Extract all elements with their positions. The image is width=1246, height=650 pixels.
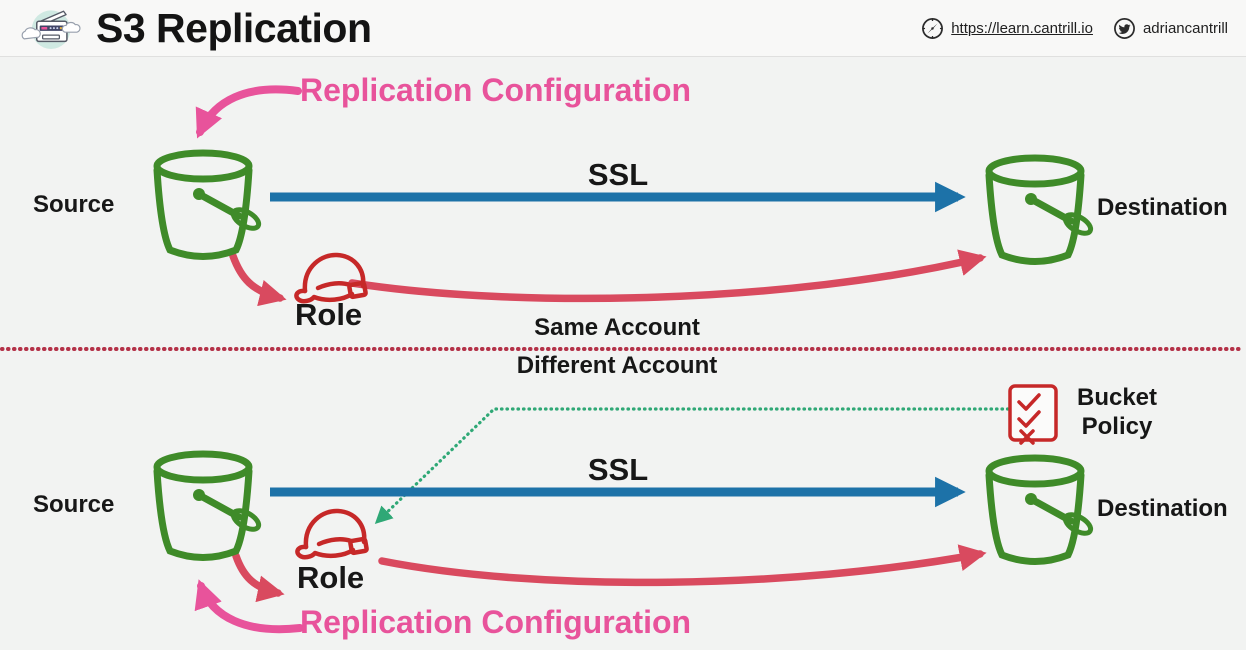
role-hard-hat-icon-top (296, 255, 366, 301)
twitter-handle-item: adriancantrill (1113, 17, 1228, 40)
page-title: S3 Replication (96, 4, 372, 51)
role-to-destination-arrow-bottom (378, 544, 987, 587)
replication-config-arrow-top (195, 85, 302, 139)
bucket-policy-label: Bucket Policy (1076, 384, 1158, 440)
twitter-handle: adriancantrill (1142, 19, 1228, 37)
ssl-label-top: SSL (587, 157, 649, 192)
compass-icon (922, 17, 944, 39)
role-label-top: Role (295, 297, 363, 332)
destination-label-top: Destination (1097, 194, 1228, 221)
source-label-top: Source (33, 191, 115, 218)
replication-config-label-bottom: Replication Configuration (300, 604, 692, 640)
role-to-destination-arrow-top (348, 249, 987, 303)
website-url[interactable]: https://learn.cantrill.io (951, 19, 1093, 37)
source-bucket-icon-bottom (157, 454, 262, 558)
destination-bucket-icon-top (989, 158, 1094, 262)
replication-config-arrow-bottom (194, 579, 304, 634)
bucket-policy-checklist-icon (1008, 384, 1058, 445)
same-account-label: Same Account (534, 314, 700, 341)
header-links: https://learn.cantrill.io adriancantrill (921, 17, 1228, 40)
twitter-icon (1114, 17, 1135, 39)
role-label-bottom: Role (297, 560, 365, 595)
replication-config-label-top: Replication Configuration (300, 72, 692, 108)
bucket-to-role-arrow-top (229, 252, 287, 307)
destination-bucket-icon-bottom (989, 458, 1094, 562)
destination-label-bottom: Destination (1097, 495, 1228, 522)
ssl-label-bottom: SSL (587, 452, 649, 487)
role-hard-hat-icon-bottom (297, 511, 367, 557)
source-label-bottom: Source (33, 491, 115, 518)
bucket-to-role-arrow-bottom (232, 552, 285, 603)
website-link[interactable]: https://learn.cantrill.io (921, 17, 1093, 40)
bucket-policy-connector (374, 407, 1010, 525)
printer-icon (21, 10, 81, 49)
source-bucket-icon-top (157, 153, 262, 257)
different-account-label: Different Account (516, 352, 718, 379)
header: S3 Replication https://learn.cantrill.io (0, 0, 1246, 57)
